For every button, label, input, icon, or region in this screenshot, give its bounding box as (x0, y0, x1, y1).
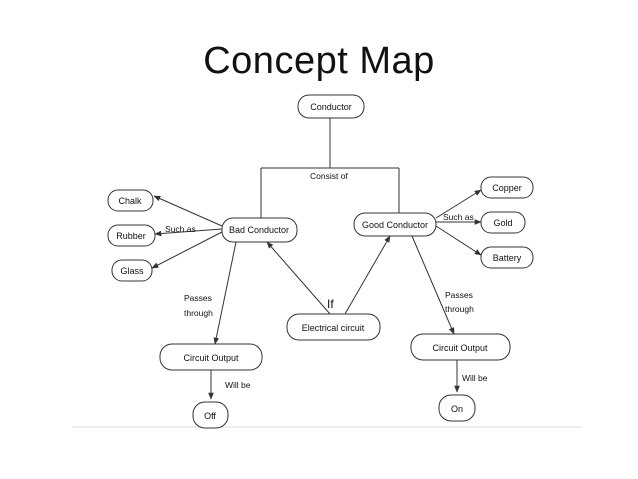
node-off: Off (192, 401, 229, 429)
node-battery: Battery (480, 246, 534, 269)
node-gold-label: Gold (493, 218, 512, 228)
edge-bad-chalk (153, 195, 223, 227)
node-bad-conductor-label: Bad Conductor (229, 225, 289, 235)
node-rubber-label: Rubber (116, 231, 146, 241)
node-bad-conductor: Bad Conductor (221, 217, 298, 243)
node-chalk-label: Chalk (118, 196, 142, 206)
edge-good-copper (435, 189, 482, 219)
edge-circuit-good (344, 235, 391, 315)
edge-bad-rubber (154, 228, 223, 237)
label-through-left: through (184, 308, 213, 318)
label-consist-of: Consist of (310, 171, 348, 181)
label-will-be-right: Will be (462, 373, 488, 383)
node-glass: Glass (111, 259, 153, 282)
node-glass-label: Glass (120, 266, 144, 276)
node-on-label: On (451, 404, 463, 414)
node-conductor: Conductor (297, 94, 365, 119)
node-copper: Copper (480, 176, 534, 199)
node-electrical-circuit-label: Electrical circuit (302, 323, 365, 333)
node-gold: Gold (480, 211, 526, 234)
node-off-label: Off (204, 411, 216, 421)
edge-bad-glass (151, 231, 223, 269)
label-such-as-left: Such as (165, 224, 196, 234)
node-circuit-output-left-label: Circuit Output (183, 353, 239, 363)
edges (151, 118, 482, 400)
node-battery-label: Battery (493, 253, 522, 263)
node-electrical-circuit: Electrical circuit (286, 313, 381, 341)
edge-good-battery (435, 225, 482, 256)
node-rubber: Rubber (107, 224, 156, 247)
node-circuit-output-right: Circuit Output (410, 333, 511, 361)
edge-bad-output (213, 241, 237, 345)
node-circuit-output-left: Circuit Output (159, 343, 263, 371)
node-good-conductor: Good Conductor (353, 212, 437, 237)
slide-title: Concept Map (203, 40, 435, 82)
node-copper-label: Copper (492, 183, 522, 193)
edge-good-output (411, 235, 455, 335)
node-on: On (438, 394, 476, 422)
node-circuit-output-right-label: Circuit Output (432, 343, 488, 353)
label-passes-left: Passes (184, 293, 212, 303)
label-if: If (327, 297, 334, 311)
label-through-right: through (445, 304, 474, 314)
node-chalk: Chalk (107, 189, 154, 212)
node-conductor-label: Conductor (310, 102, 352, 112)
edge-circuit-bad (266, 241, 331, 315)
node-good-conductor-label: Good Conductor (362, 220, 428, 230)
label-such-as-right: Such as (443, 212, 474, 222)
label-passes-right: Passes (445, 290, 473, 300)
label-will-be-left: Will be (225, 380, 251, 390)
